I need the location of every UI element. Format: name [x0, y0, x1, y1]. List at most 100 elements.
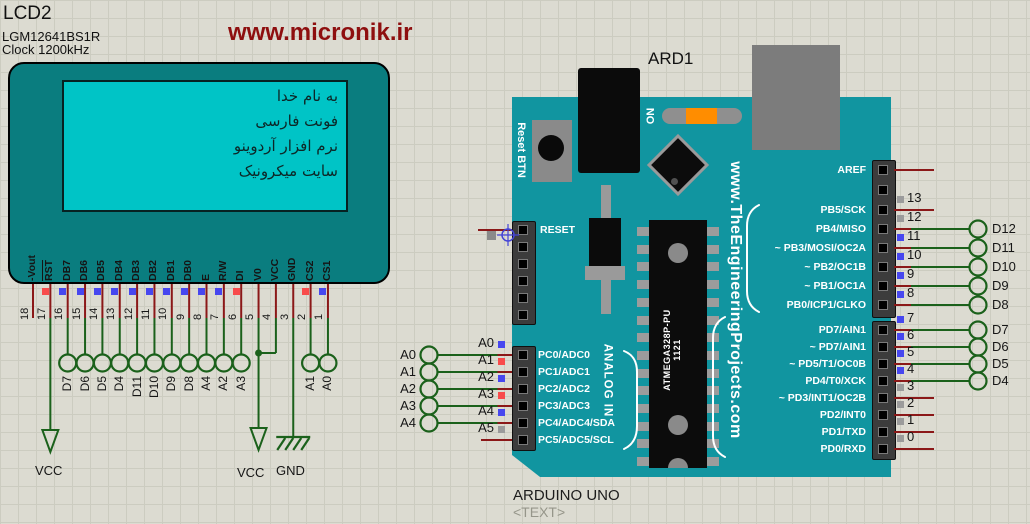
lcd-pin-number: 2 [296, 313, 309, 320]
lcd-pin-state-square [163, 288, 171, 295]
header-right-bottom-pin[interactable] [878, 342, 888, 352]
terminal-D4[interactable] [968, 371, 988, 391]
header-right-bottom-pin[interactable] [878, 359, 888, 369]
terminal-label: D11 [129, 376, 144, 398]
header-right-top-pin[interactable] [878, 224, 888, 234]
terminal-D9[interactable] [968, 276, 988, 296]
header-left-top-pin[interactable] [518, 276, 528, 286]
lcd-pin-number: 14 [87, 307, 100, 320]
header-right-top-pin[interactable] [878, 281, 888, 291]
header-right-top-pin[interactable] [878, 262, 888, 272]
pin-function-label: PC0/ADC0 [538, 349, 590, 361]
on-led-label: ON [645, 107, 657, 125]
terminal-D7[interactable] [968, 320, 988, 340]
analog-pin-state-square [498, 409, 505, 416]
header-right-bottom-pin[interactable] [878, 444, 888, 454]
gnd-symbol-hatch[interactable] [276, 437, 287, 451]
terminal-A0[interactable] [419, 345, 439, 365]
header-right-bottom-pin[interactable] [878, 427, 888, 437]
header-right-bottom-pin[interactable] [878, 325, 888, 335]
header-left-analog-pin[interactable] [518, 401, 528, 411]
header-right-top-pin[interactable] [878, 185, 888, 195]
terminal-label: D4 [112, 376, 127, 392]
header-right-top-pin[interactable] [878, 165, 888, 175]
pin-function-label: AREF [837, 164, 866, 176]
digital-pin-state-square [897, 418, 904, 425]
terminal-D9[interactable] [162, 353, 182, 373]
lcd-pin-number: 7 [209, 313, 222, 320]
header-left-analog-pin[interactable] [518, 350, 528, 360]
lcd-ref-label: LCD2 [3, 3, 52, 24]
digital-pin-state-square [897, 367, 904, 374]
digital-pin-state-square [897, 234, 904, 241]
analog-pin-number: A2 [478, 369, 494, 384]
terminal-D5[interactable] [92, 353, 113, 373]
vcc-label-mid: VCC [237, 465, 265, 480]
terminal-A2[interactable] [214, 353, 234, 373]
terminal-D5[interactable] [968, 354, 988, 374]
terminal-D6[interactable] [75, 353, 95, 373]
terminal-D6[interactable] [968, 337, 988, 357]
header-left-analog-pin[interactable] [518, 367, 528, 377]
terminal-label: D8 [992, 297, 1009, 312]
terminal-label: D9 [164, 376, 179, 392]
terminal-D7[interactable] [58, 353, 78, 373]
digital-pin-number: 1 [907, 412, 915, 427]
header-left-top-pin[interactable] [518, 242, 528, 252]
terminal-A1[interactable] [301, 353, 321, 373]
terminal-A3[interactable] [231, 353, 251, 373]
pin-function-label: ~ PB1/OC1A [804, 280, 866, 292]
pin-function-label: ~ PB3/MOSI/OC2A [774, 242, 866, 254]
header-right-bottom-pin[interactable] [878, 376, 888, 386]
terminal-D11[interactable] [127, 353, 147, 373]
reset-button-cap[interactable] [538, 135, 564, 161]
terminal-A1[interactable] [419, 362, 439, 382]
terminal-D4[interactable] [110, 353, 130, 373]
header-left-analog-pin[interactable] [518, 384, 528, 394]
terminal-A4[interactable] [419, 413, 439, 433]
terminal-A0[interactable] [318, 353, 338, 373]
header-left-analog-pin[interactable] [518, 435, 528, 445]
header-right-top-pin[interactable] [878, 300, 888, 310]
pin-function-label: PD4/T0/XCK [805, 375, 866, 387]
header-left-top-pin[interactable] [518, 310, 528, 320]
terminal-A3[interactable] [419, 396, 439, 416]
lcd-pin-state-square [232, 288, 240, 295]
terminal-D12[interactable] [968, 219, 988, 239]
gnd-symbol-hatch[interactable] [284, 437, 295, 451]
terminal-D10[interactable] [144, 353, 165, 373]
header-right-top-pin[interactable] [878, 243, 888, 253]
lcd-pin-name: DB7 [60, 259, 73, 281]
header-left-top-pin[interactable] [518, 225, 528, 235]
pin-function-label: PD2/INT0 [819, 409, 866, 421]
mcu-pin [637, 368, 649, 378]
terminal-D11[interactable] [968, 238, 988, 258]
header-left-top-pin[interactable] [518, 259, 528, 269]
mcu-dimple-bottom [668, 415, 688, 435]
header-right-bottom-pin[interactable] [878, 393, 888, 403]
gnd-symbol-hatch[interactable] [300, 437, 311, 451]
header-right-top-pin[interactable] [878, 205, 888, 215]
header-right-bottom-pin[interactable] [878, 410, 888, 420]
header-left-top-pin[interactable] [518, 293, 528, 303]
lcd-screen-line: سایت میکرونیک [238, 162, 338, 180]
gnd-symbol-hatch[interactable] [292, 437, 303, 451]
lcd-pin-state-square [111, 288, 119, 295]
terminal-A2[interactable] [419, 379, 439, 399]
terminal-D10[interactable] [968, 257, 988, 277]
lcd-pin-name: DB0 [182, 259, 195, 281]
terminal-label: D4 [992, 373, 1009, 388]
lcd-pin-state-square [215, 288, 223, 295]
lcd-pin-number: 12 [122, 307, 135, 320]
terminal-A4[interactable] [196, 353, 217, 373]
digital-pin-state-square [897, 333, 904, 340]
lcd-pin-number: 17 [35, 307, 48, 320]
terminal-D8[interactable] [179, 353, 199, 373]
analog-pin-number: A3 [478, 386, 494, 401]
terminal-D8[interactable] [968, 295, 988, 315]
header-left-analog-pin[interactable] [518, 418, 528, 428]
lcd-pin-name: DB3 [130, 259, 143, 281]
terminal-label: A0 [320, 376, 335, 391]
digital-pin-number: 6 [907, 327, 915, 342]
digital-pin-number: 9 [907, 266, 915, 281]
